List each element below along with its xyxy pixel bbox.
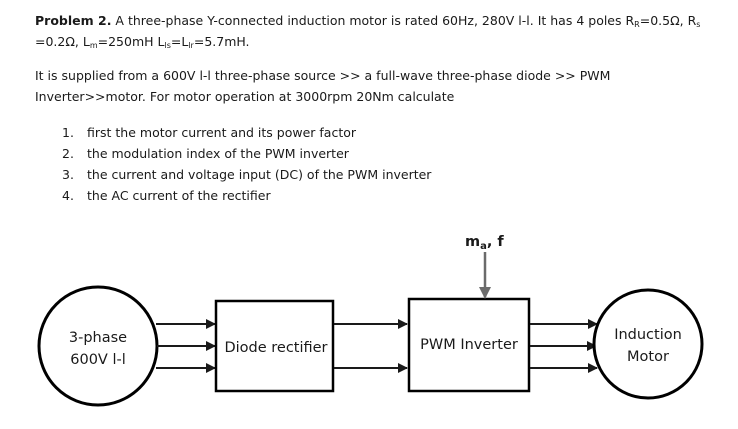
list-text: the AC current of the rectifier [87,188,271,203]
inverter-box [407,297,531,393]
lm-subscript: m [89,41,98,50]
list-item: 4. the AC current of the rectifier [62,185,431,206]
list-text: the modulation index of the PWM inverter [87,146,349,161]
list-number: 2. [62,146,74,161]
rs-value: =0.2Ω, L [35,34,90,49]
rectifier-box [214,299,335,393]
supply-line2: Inverter>>motor. For motor operation at … [35,89,455,104]
list-item: 2. the modulation index of the PWM invert… [62,143,431,164]
list-number: 4. [62,188,74,203]
lls-equals: =L [170,34,189,49]
source-circle [37,285,159,407]
list-item: 1. first the motor current and its power … [62,122,431,143]
control-label: ma, f [465,234,504,252]
source-label-2: 600V l-l [70,352,126,368]
llr-value: =5.7mH. [193,34,250,49]
lls-subscript: ls [164,41,171,50]
source-label-1: 3-phase [69,330,127,346]
motor-circle [592,288,704,400]
problem-line1: A three-phase Y-connected induction moto… [111,13,635,28]
supply-description: It is supplied from a 600V l-l three-pha… [35,65,725,107]
list-text: the current and voltage input (DC) of th… [87,167,432,182]
list-number: 1. [62,125,74,140]
rr-value: =0.5Ω, R [639,13,697,28]
list-text: first the motor current and its power fa… [87,125,357,140]
rr-subscript: R [634,20,640,29]
rs-subscript: s [696,20,701,29]
llr-subscript: lr [188,41,194,50]
list-item: 3. the current and voltage input (DC) of … [62,164,431,185]
motor-label-2: Motor [627,349,669,365]
supply-line1: It is supplied from a 600V l-l three-pha… [35,68,611,83]
lm-value: =250mH L [97,34,165,49]
motor-label-1: Induction [614,327,682,343]
list-number: 3. [62,167,74,182]
problem-title: Problem 2. [35,13,112,28]
question-list: 1. first the motor current and its power … [62,122,431,206]
inverter-label: PWM Inverter [420,337,518,353]
problem-statement: Problem 2. A three-phase Y-connected ind… [35,10,725,52]
rectifier-label: Diode rectifier [224,340,327,356]
